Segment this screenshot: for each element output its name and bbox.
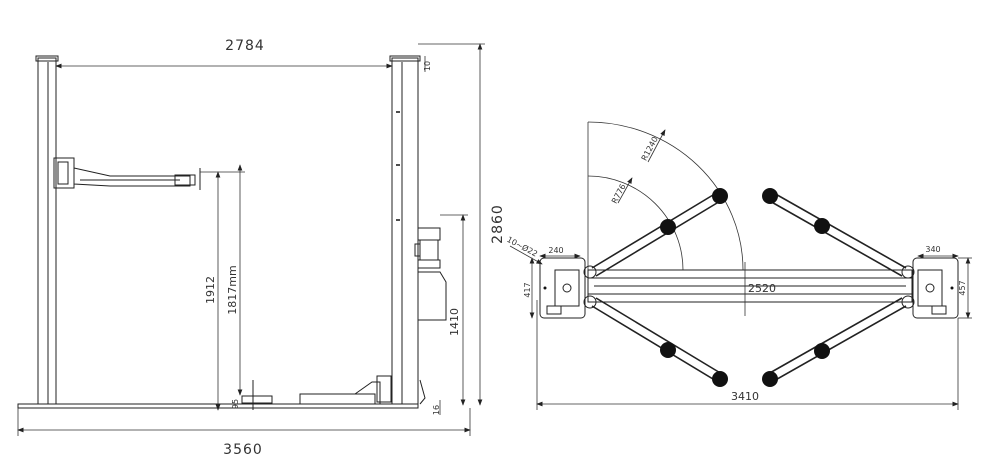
raised-arm bbox=[53, 157, 201, 190]
dim-417: 417 bbox=[523, 282, 532, 297]
dim-2520: 2520 bbox=[748, 282, 776, 295]
dim-2860: 2860 bbox=[490, 204, 506, 244]
dim-10: 10 bbox=[423, 61, 432, 71]
lift-pad bbox=[660, 219, 676, 235]
lift-pad bbox=[712, 188, 728, 204]
right-column bbox=[389, 55, 421, 405]
dim-340: 340 bbox=[925, 245, 940, 254]
arm-front-left bbox=[591, 188, 728, 277]
dim-95: 95 bbox=[231, 399, 240, 409]
dim-457: 457 bbox=[958, 280, 967, 295]
dim-240: 240 bbox=[548, 246, 563, 255]
lift-pad bbox=[814, 218, 830, 234]
dim-16: 16 bbox=[432, 405, 441, 415]
lift-pad bbox=[762, 188, 778, 204]
arc-r776 bbox=[587, 175, 684, 271]
dim-3560: 3560 bbox=[223, 442, 263, 458]
lowered-arm bbox=[241, 375, 392, 410]
left-column bbox=[35, 55, 59, 405]
dim-1817mm: 1817mm bbox=[226, 265, 239, 314]
arm-rear-right bbox=[762, 297, 907, 387]
lift-pad bbox=[712, 371, 728, 387]
lift-pad bbox=[814, 343, 830, 359]
right-base-plate bbox=[912, 257, 959, 319]
dim-1912: 1912 bbox=[204, 276, 217, 304]
dim-2784: 2784 bbox=[225, 38, 265, 54]
front-view: 2784 3560 2860 1410 1912 1817mm 95 10 16 bbox=[17, 38, 506, 458]
power-unit bbox=[414, 227, 447, 405]
cross-beam bbox=[587, 269, 913, 303]
arm-rear-left bbox=[591, 297, 728, 387]
arm-front-right bbox=[762, 188, 907, 277]
dim-1410: 1410 bbox=[448, 308, 461, 336]
left-base-plate bbox=[539, 257, 586, 319]
lift-pad bbox=[762, 371, 778, 387]
arc-r1240 bbox=[587, 121, 744, 271]
top-view: R1240 R776 2520 bbox=[505, 121, 972, 410]
dim-r1240: R1240 bbox=[640, 135, 660, 162]
lift-pad bbox=[660, 342, 676, 358]
dim-r776: R776 bbox=[610, 183, 628, 206]
dim-3410: 3410 bbox=[731, 390, 759, 403]
